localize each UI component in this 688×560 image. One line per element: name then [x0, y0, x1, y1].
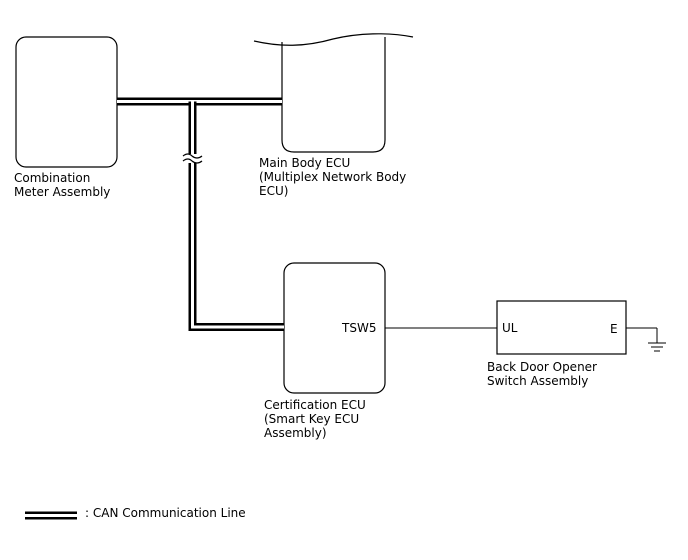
ul-pin-label: UL	[502, 321, 518, 335]
main-body-ecu-label-line2: (Multiplex Network Body	[259, 170, 406, 184]
combination-meter-label-line1: Combination	[14, 171, 90, 185]
certification-ecu-label-line2: (Smart Key ECU	[264, 412, 359, 426]
legend-label: : CAN Communication Line	[85, 506, 246, 520]
main-body-ecu-box	[281, 37, 386, 153]
combination-meter-box	[15, 36, 118, 168]
main-body-ecu-label-line1: Main Body ECU	[259, 156, 350, 170]
main-body-ecu-break-line	[253, 33, 414, 46]
tsw5-pin-label: TSW5	[341, 321, 376, 335]
e-pin-label: E	[610, 322, 618, 336]
main-body-ecu-label-line3: ECU)	[259, 184, 288, 198]
ground-icon	[626, 327, 666, 352]
certification-ecu-label-line1: Certification ECU	[264, 398, 366, 412]
back-door-switch-label-line1: Back Door Opener	[487, 360, 597, 374]
certification-ecu-label-line3: Assembly)	[264, 426, 327, 440]
can-line-branch-to-certification	[182, 101, 284, 331]
back-door-switch-label-line2: Switch Assembly	[487, 374, 588, 388]
combination-meter-label-line2: Meter Assembly	[14, 185, 110, 199]
